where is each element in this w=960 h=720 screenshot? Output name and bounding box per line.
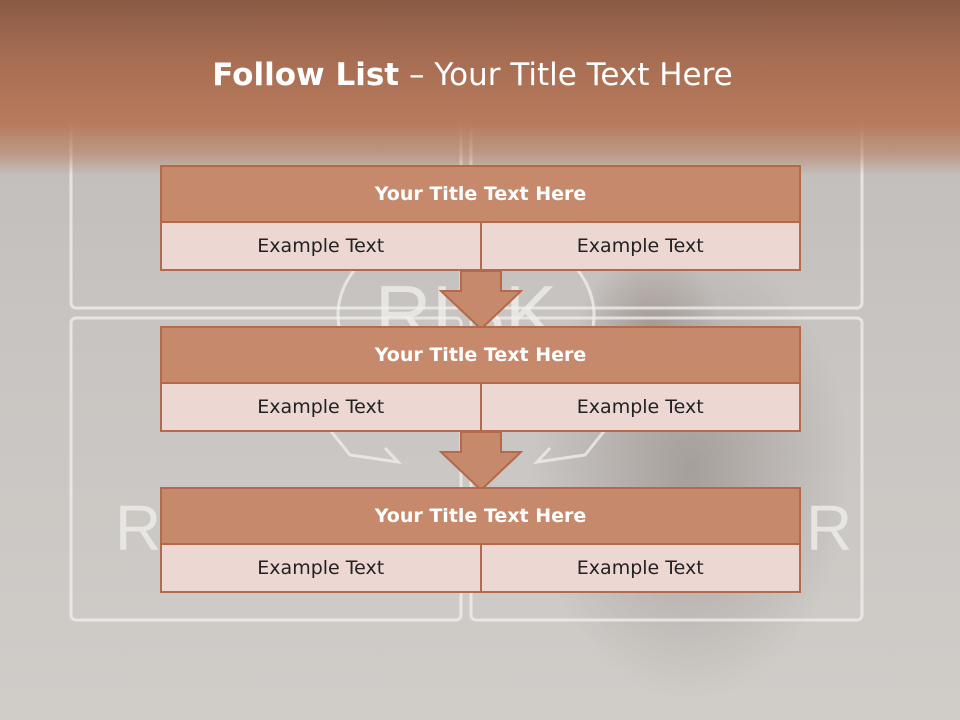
block-2-left-text: Example Text (162, 384, 480, 430)
block-1-row: Example Text Example Text (162, 223, 799, 269)
follow-list-block-2: Your Title Text Here Example Text Exampl… (160, 326, 801, 432)
bg-circle-arrows (328, 429, 607, 465)
block-3-row: Example Text Example Text (162, 545, 799, 591)
block-3-left-text: Example Text (162, 545, 480, 591)
slide-title-rest: – Your Title Text Here (399, 57, 733, 93)
bg-letter-left: R (115, 492, 161, 564)
block-1-left-text: Example Text (162, 223, 480, 269)
block-1-right-text: Example Text (479, 223, 799, 269)
follow-list-block-1: Your Title Text Here Example Text Exampl… (160, 165, 801, 271)
block-3-title: Your Title Text Here (162, 489, 799, 545)
down-arrow-icon (439, 432, 523, 492)
block-1-title: Your Title Text Here (162, 167, 799, 223)
block-3-right-text: Example Text (479, 545, 799, 591)
block-2-row: Example Text Example Text (162, 384, 799, 430)
bg-letter-right: R (806, 492, 852, 564)
follow-list-block-3: Your Title Text Here Example Text Exampl… (160, 487, 801, 593)
title-band (0, 0, 960, 175)
down-arrow-icon (439, 271, 523, 331)
slide-title-bold: Follow List (212, 57, 400, 93)
slide-title: Follow List – Your Title Text Here (0, 52, 945, 98)
block-2-right-text: Example Text (479, 384, 799, 430)
block-2-title: Your Title Text Here (162, 328, 799, 384)
